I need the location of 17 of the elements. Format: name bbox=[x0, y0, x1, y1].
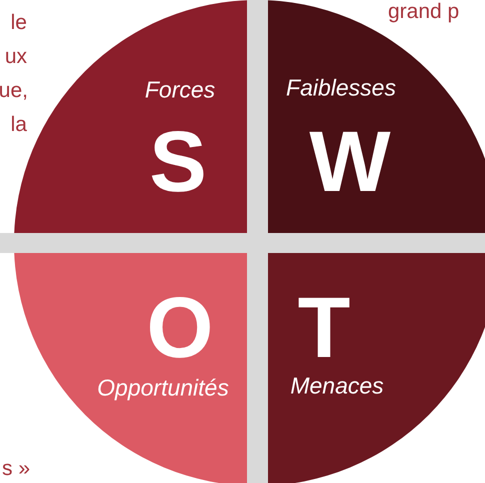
text-fragment: grand p bbox=[388, 1, 460, 22]
quadrant-title: Opportunités bbox=[97, 374, 229, 402]
quadrant-title: Menaces bbox=[290, 372, 384, 400]
swot-letter: T bbox=[298, 285, 350, 371]
text-fragment: le bbox=[10, 12, 27, 33]
quadrant-segment bbox=[14, 253, 247, 483]
quadrant-title: Forces bbox=[144, 76, 216, 104]
quadrant-segment bbox=[268, 253, 485, 483]
quadrant-title: Faiblesses bbox=[286, 74, 396, 102]
text-fragment: la bbox=[10, 114, 27, 135]
swot-letter: W bbox=[309, 119, 391, 205]
quadrant-segment bbox=[268, 0, 485, 233]
text-fragment: s » bbox=[2, 458, 30, 479]
text-fragment: ue, bbox=[0, 80, 28, 101]
text-fragment: ux bbox=[4, 46, 27, 67]
swot-letter: S bbox=[149, 119, 207, 205]
swot-letter: O bbox=[146, 285, 214, 371]
